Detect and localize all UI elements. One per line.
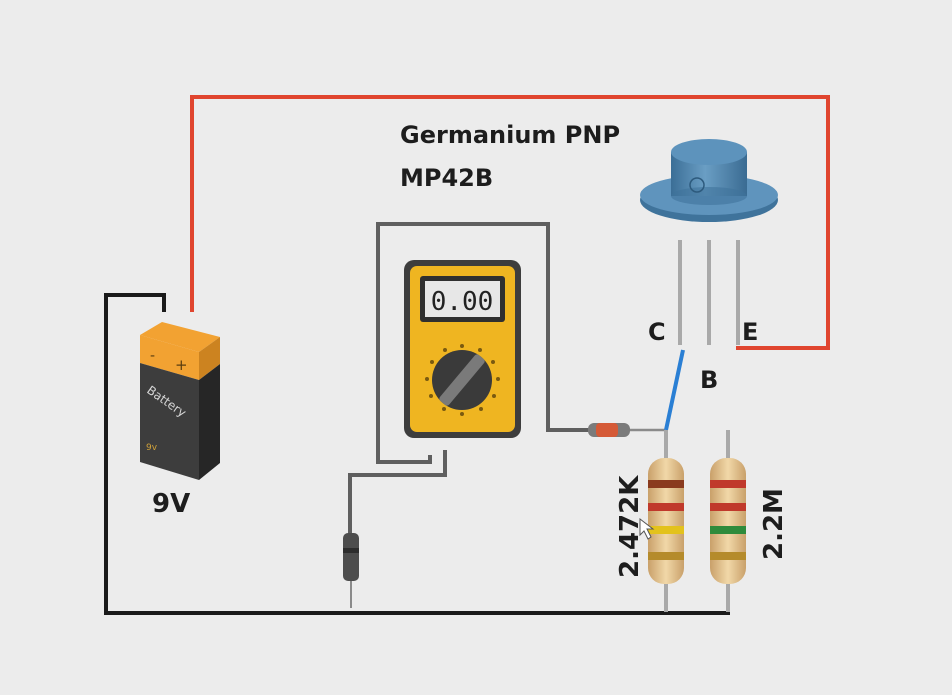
pin-c-label: C <box>648 318 666 346</box>
battery: - + Battery 9v <box>140 322 220 480</box>
resistor-1-band-3 <box>648 526 684 534</box>
resistor-1-band-1 <box>648 480 684 488</box>
bottom-probe <box>343 533 359 608</box>
battery-voltage-label: 9V <box>152 489 190 519</box>
multimeter-dial-dots <box>425 344 500 416</box>
resistor-2-band-1 <box>710 480 746 488</box>
blue-wire <box>664 349 685 431</box>
red-wire <box>190 95 830 350</box>
meter-lead-bottom <box>348 450 447 535</box>
meter-lead-gray <box>376 222 592 464</box>
resistor-2-band-2 <box>710 503 746 511</box>
resistor-2-band-3 <box>710 526 746 534</box>
pin-b-label: B <box>700 366 718 394</box>
resistor-1-band-2 <box>648 503 684 511</box>
red-probe <box>588 423 665 437</box>
battery-plus-symbol: + <box>175 356 188 374</box>
battery-minus-symbol: - <box>150 348 155 364</box>
resistor-2-band-4 <box>710 552 746 560</box>
pin-e-label: E <box>742 318 758 346</box>
black-wire <box>104 293 730 615</box>
multimeter-display: 0.00 <box>431 287 494 317</box>
cursor-arrow-icon <box>639 517 655 540</box>
battery-small-text: 9v <box>146 443 158 453</box>
title-line2: MP42B <box>400 164 493 192</box>
resistor-1-band-4 <box>648 552 684 560</box>
title-line1: Germanium PNP <box>400 121 620 149</box>
multimeter: 0.00 <box>404 260 521 438</box>
resistor-2-label: 2.2M <box>759 488 789 560</box>
resistor-1 <box>648 430 684 612</box>
transistor-legs <box>678 240 740 345</box>
resistor-2 <box>710 430 746 612</box>
transistor-can-icon <box>640 139 778 222</box>
